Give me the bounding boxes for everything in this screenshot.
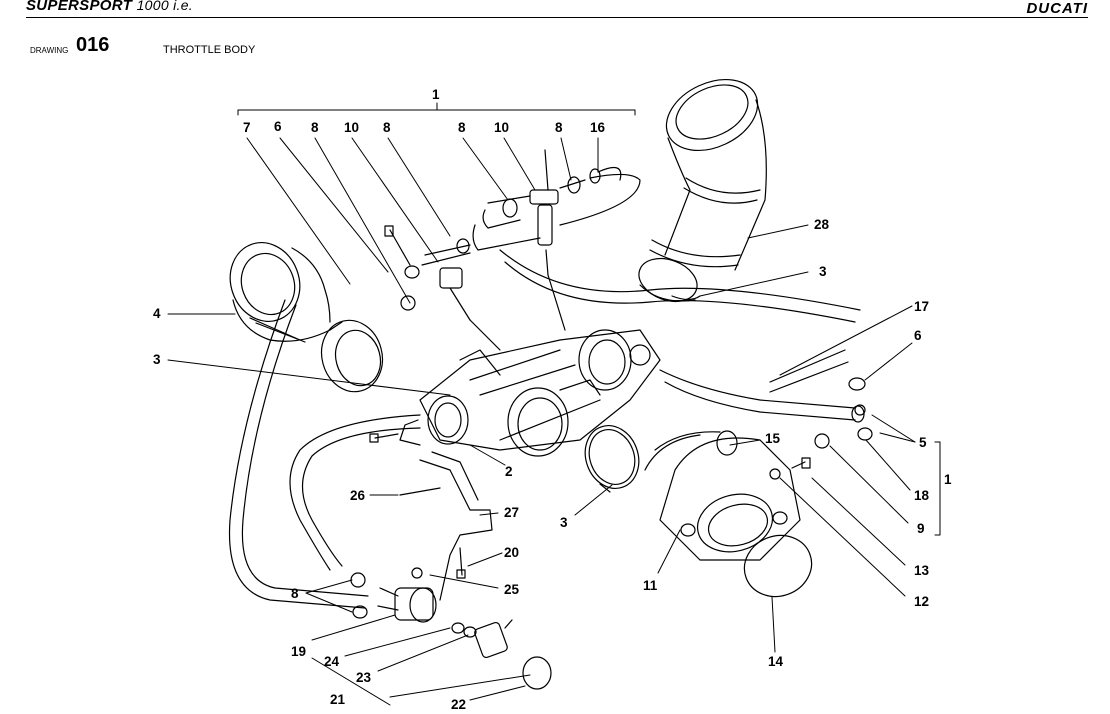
- callout-28: 28: [814, 217, 830, 232]
- left-intake-duct: [229, 242, 384, 393]
- callout-10: 10: [494, 120, 509, 135]
- callout-8: 8: [458, 120, 466, 135]
- callout-19: 19: [291, 644, 306, 659]
- callout-23: 23: [356, 670, 372, 685]
- callout-1-top: 1: [432, 87, 440, 102]
- callout-21: 21: [330, 692, 346, 707]
- o-ring: [743, 534, 813, 598]
- callout-5: 5: [919, 435, 927, 450]
- callout-12: 12: [914, 594, 929, 609]
- intake-manifold: [644, 430, 811, 561]
- hose-clamps: [584, 295, 701, 493]
- callout-26: 26: [350, 488, 366, 503]
- callout-24: 24: [324, 654, 340, 669]
- drawing-number: 016: [76, 34, 110, 56]
- callout-18: 18: [914, 488, 930, 503]
- callout-8: 8: [311, 120, 319, 135]
- callout-8: 8: [555, 120, 563, 135]
- callout-8: 8: [291, 586, 299, 601]
- lower-left-hose: [228, 299, 421, 619]
- callout-1-right: 1: [944, 472, 952, 487]
- callout-6: 6: [914, 328, 922, 343]
- callout-20: 20: [504, 545, 519, 560]
- callout-27: 27: [504, 505, 519, 520]
- right-intake-duct: [638, 79, 767, 303]
- callout-4: 4: [153, 306, 161, 321]
- left-injector-assembly: [384, 225, 501, 351]
- callout-6: 6: [274, 119, 282, 134]
- callout-15: 15: [765, 431, 781, 446]
- callout-11: 11: [643, 578, 658, 593]
- model-suffix: 1000 i.e.: [136, 0, 193, 13]
- mounting-bracket: [369, 433, 493, 601]
- header-divider: [26, 17, 1088, 18]
- callout-3: 3: [819, 264, 827, 279]
- callout-3: 3: [560, 515, 568, 530]
- sensor-assembly: [377, 567, 552, 690]
- callout-10: 10: [344, 120, 359, 135]
- drawing-label: DRAWING: [30, 46, 69, 55]
- model-name-text: SUPERSPORT: [26, 0, 133, 14]
- leader-lines: [167, 102, 941, 706]
- callout-22: 22: [451, 697, 466, 712]
- callout-25: 25: [504, 582, 520, 597]
- callout-9: 9: [917, 521, 925, 536]
- throttle-body: [399, 329, 661, 457]
- callout-16: 16: [590, 120, 606, 135]
- brand-logo: DUCATI: [1026, 0, 1088, 17]
- model-name: SUPERSPORT 1000 i.e.: [26, 0, 193, 14]
- vent-hoses: [499, 249, 873, 449]
- callout-8: 8: [383, 120, 391, 135]
- callout-7: 7: [243, 120, 251, 135]
- fuel-rail-assembly: [472, 149, 641, 331]
- callout-2: 2: [505, 464, 513, 479]
- callout-13: 13: [914, 563, 930, 578]
- callout-14: 14: [768, 654, 784, 669]
- callout-labels: 1 7 6 8 10 8 8 10 8 16 28 3 17 4 6 3 15 …: [153, 87, 952, 712]
- callout-17: 17: [914, 299, 929, 314]
- drawing-title: THROTTLE BODY: [163, 44, 256, 56]
- callout-3: 3: [153, 352, 161, 367]
